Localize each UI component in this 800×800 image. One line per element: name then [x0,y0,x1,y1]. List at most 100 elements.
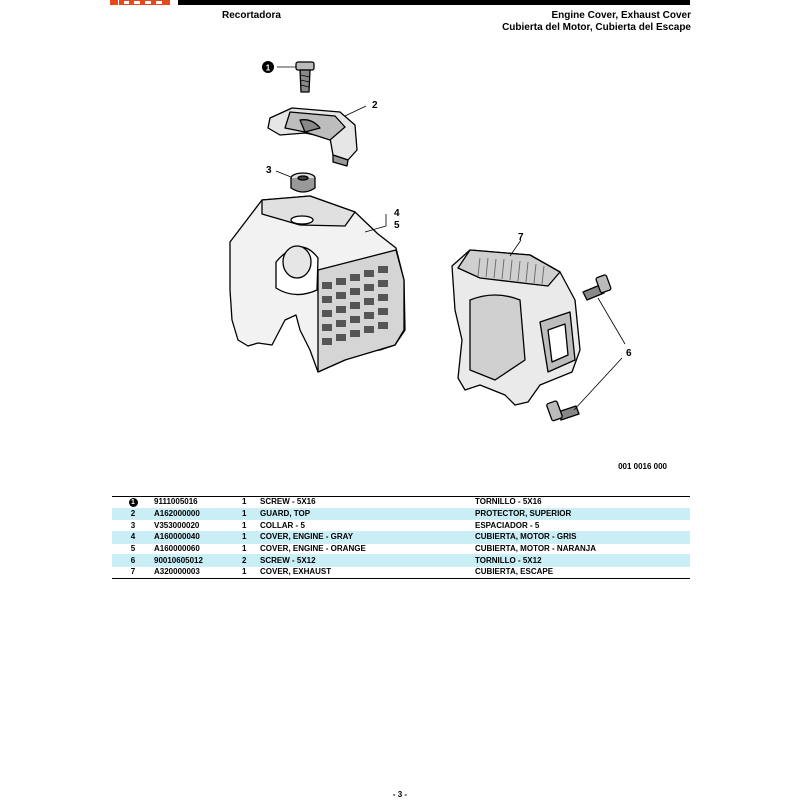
ref-cell-text: 4 [130,532,136,542]
description-es-cell-text: PROTECTOR, SUPERIOR [475,509,572,519]
callout-1: 1 [266,64,271,73]
callout-4: 4 [394,208,400,219]
table-row: 4 A160000040 1 COVER, ENGINE - GRAY CUBIERTA… [112,531,690,544]
quantity-cell: 1 [242,497,260,509]
ref-cell-text: 5 [130,544,136,554]
description-es-cell: CUBIERTA, MOTOR - GRIS [475,532,690,544]
ref-cell-text: 3 [130,520,136,530]
part-number-cell-text: A320000003 [154,567,200,577]
table-row: 5 A160000060 1 COVER, ENGINE - ORANGE CUBIER… [112,543,690,555]
description-en-cell: GUARD, TOP [260,508,475,520]
part-number-cell: A162000000 [154,508,242,520]
callout-7: 7 [518,232,524,243]
part-number-cell: 9111005016 [154,497,242,509]
callout-5: 5 [394,220,400,231]
quantity-cell: 1 [242,520,260,532]
table-row: 6 90010605012 2 SCREW - 5X12 TORNILLO - 5X12 [112,554,690,567]
ref-cell: 6 [112,555,154,567]
screw-5x16-part [295,61,315,93]
ref-cell: 5 [112,543,154,555]
table-row: 3 V353000020 1 COLLAR - 5 ESPACIADOR - 5 [112,520,690,532]
section-title: Recortadora [222,10,281,21]
description-en-cell: SCREW - 5X12 [260,555,475,567]
callout-3: 3 [266,165,272,176]
ref-cell-text: 1 [128,498,138,508]
ref-cell: 4 [112,532,154,544]
description-es-cell-text: CUBIERTA, ESCAPE [475,567,554,577]
part-number-cell-text: A160000060 [154,544,200,554]
description-es-cell-text: CUBIERTA, MOTOR - GRIS [475,532,577,542]
screw-5x12-lower-part [546,400,580,422]
part-number-cell-text: A162000000 [154,509,200,519]
screw-5x12-upper-part [582,274,612,301]
callout-6: 6 [626,348,632,359]
header-bar [178,0,690,5]
quantity-cell-text: 1 [242,567,247,577]
quantity-cell-text: 1 [242,532,247,542]
part-number-cell: A320000003 [154,567,242,579]
ref-cell-text: 6 [130,555,136,565]
description-en-cell-text: COVER, ENGINE - GRAY [260,532,354,542]
page-number: - 3 - [392,790,408,799]
quantity-cell: 1 [242,543,260,555]
exhaust-cover-part [451,249,581,406]
part-number-cell-text: V353000020 [154,520,200,530]
description-es-cell-text: TORNILLO - 5X12 [475,555,542,565]
description-en-cell: COVER, ENGINE - ORANGE [260,543,475,555]
part-number-cell-text: 9111005016 [154,497,198,507]
brand-logo [110,0,170,5]
description-en-cell-text: SCREW - 5X12 [260,555,316,565]
description-en-cell: COVER, EXHAUST [260,567,475,579]
quantity-cell-text: 1 [242,520,247,530]
quantity-cell-text: 1 [242,544,247,554]
callout-2: 2 [372,100,378,111]
part-number-cell-text: A160000040 [154,532,200,542]
diagram-code: 001 0016 000 [618,462,667,471]
ref-cell: 2 [112,508,154,520]
engine-cover-part [229,195,406,373]
description-es-cell: CUBIERTA, ESCAPE [475,567,690,579]
table-row: 2 A162000000 1 GUARD, TOP PROTECTOR, SUPERIO… [112,508,690,520]
exploded-parts-diagram: 1 2 3 4 5 6 7 [229,61,632,422]
description-es-cell: TORNILLO - 5X12 [475,555,690,567]
description-es-cell: PROTECTOR, SUPERIOR [475,508,690,520]
description-es-cell: CUBIERTA, MOTOR - NARANJA [475,543,690,555]
part-number-cell-text: 90010605012 [154,555,203,565]
part-number-cell: 90010605012 [154,555,242,567]
ref-cell: 7 [112,567,154,579]
description-es-cell: ESPACIADOR - 5 [475,520,690,532]
quantity-cell: 1 [242,508,260,520]
ref-cell-text: 2 [130,509,136,519]
description-en-cell-text: COVER, ENGINE - ORANGE [260,544,366,554]
page-title-es: Cubierta del Motor, Cubierta del Escape [502,22,691,33]
description-en-cell-text: SCREW - 5X16 [260,497,316,507]
description-en-cell-text: COLLAR - 5 [260,520,305,530]
part-number-cell: A160000060 [154,543,242,555]
guard-top-part [267,107,358,167]
description-en-cell: SCREW - 5X16 [260,497,475,509]
collar-part [290,172,316,193]
ref-cell: 1 [112,497,154,509]
ref-cell: 3 [112,520,154,532]
quantity-cell-text: 1 [242,509,247,519]
page-title: Engine Cover, Exhaust Cover Cubierta del… [502,10,691,34]
description-es-cell-text: CUBIERTA, MOTOR - NARANJA [475,544,597,554]
part-number-cell: V353000020 [154,520,242,532]
page-title-en: Engine Cover, Exhaust Cover [551,10,692,21]
description-en-cell: COLLAR - 5 [260,520,475,532]
callout-1-marker [262,61,274,73]
description-es-cell: TORNILLO - 5X16 [475,497,690,509]
quantity-cell-text: 2 [242,555,247,565]
description-en-cell: COVER, ENGINE - GRAY [260,532,475,544]
description-en-cell-text: COVER, EXHAUST [260,567,332,577]
table-row: 7 A320000003 1 COVER, EXHAUST CUBIERTA, ESCA… [112,567,690,579]
description-es-cell-text: ESPACIADOR - 5 [475,520,540,530]
description-es-cell-text: TORNILLO - 5X16 [475,497,542,507]
quantity-cell: 1 [242,532,260,544]
ref-cell-text: 7 [130,567,136,577]
description-en-cell-text: GUARD, TOP [260,509,311,519]
quantity-cell: 2 [242,555,260,567]
